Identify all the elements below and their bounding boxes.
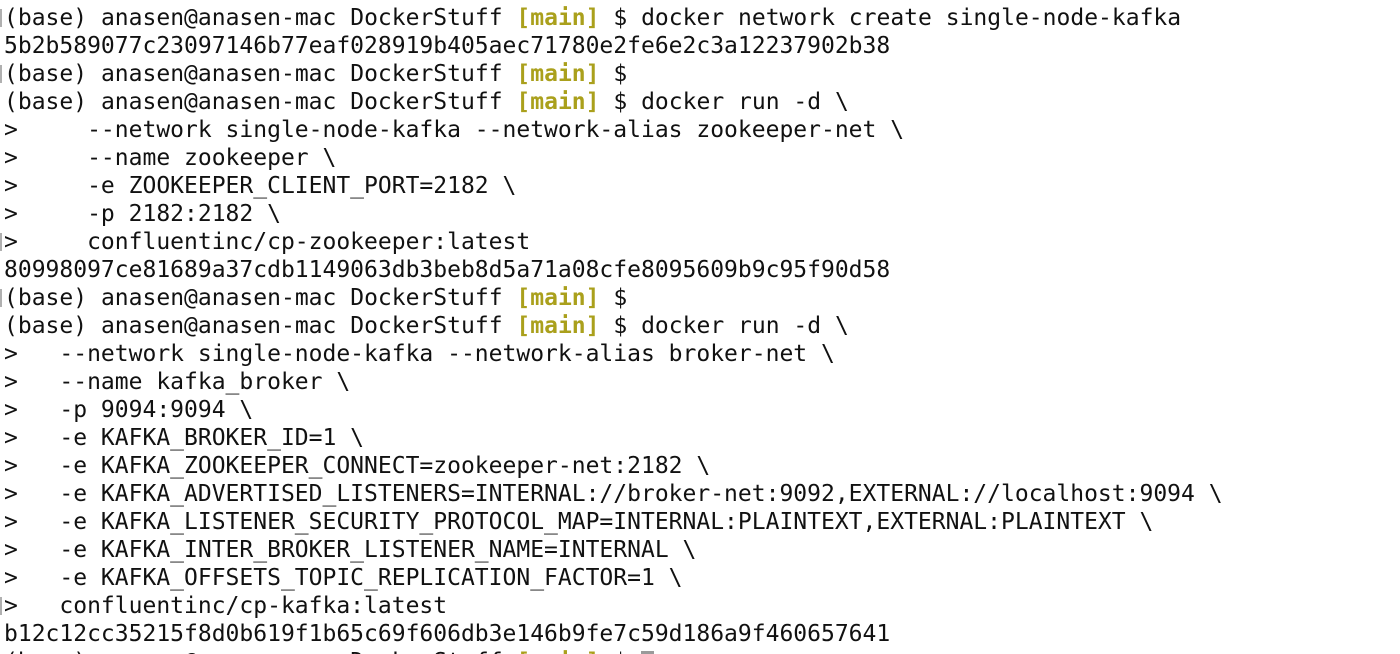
command-mark [0,289,2,307]
prompt-directory: DockerStuff [350,649,502,654]
prompt-line: (base) anasen@anasen-mac DockerStuff [ma… [4,312,1400,340]
continuation-line: > -e KAFKA_LISTENER_SECURITY_PROTOCOL_MA… [4,509,1154,535]
output-line: 80998097ce81689a37cdb1149063db3beb8d5a71… [4,257,891,283]
output-line: b12c12cc35215f8d0b619f1b65c69f606db3e146… [4,621,891,647]
prompt-directory: DockerStuff [350,89,503,115]
prompt-line: (base) anasen@anasen-mac DockerStuff [ma… [4,60,1400,88]
prompt-user-host: anasen@anasen-mac [100,5,337,31]
prompt-env: (base) [4,5,88,31]
text-cursor [641,651,655,654]
command-text: docker network create single-node-kafka [641,5,1182,31]
prompt-line: (base) anasen@anasen-mac DockerStuff [ma… [4,648,1400,654]
continuation-line: > -e ZOOKEEPER_CLIENT_PORT=2182 \ [4,173,517,199]
continuation-line: > -p 2182:2182 \ [4,201,281,227]
prompt-env: (base) [4,285,88,311]
prompt-user-host: anasen@anasen-mac [100,313,337,339]
prompt-user-host: anasen@anasen-mac [101,649,336,654]
continuation-line: > -e KAFKA_ZOOKEEPER_CONNECT=zookeeper-n… [4,453,711,479]
git-branch-label: [main] [516,61,600,87]
continuation-line: > confluentinc/cp-zookeeper:latest [4,229,531,255]
terminal-output: (base) anasen@anasen-mac DockerStuff [ma… [4,4,1400,654]
continuation-line: > confluentinc/cp-kafka:latest [4,593,448,619]
prompt-line: (base) anasen@anasen-mac DockerStuff [ma… [4,4,1400,32]
command-text: docker run -d \ [641,89,849,115]
continuation-line: > --name zookeeper \ [4,145,337,171]
git-branch-label: [main] [516,313,600,339]
command-mark [0,65,2,83]
prompt-user-host: anasen@anasen-mac [100,89,337,115]
prompt-line: (base) anasen@anasen-mac DockerStuff [ma… [4,88,1400,116]
continuation-line: > -e KAFKA_ADVERTISED_LISTENERS=INTERNAL… [4,481,1223,507]
prompt-symbol: $ [613,649,627,654]
continuation-line: > -e KAFKA_BROKER_ID=1 \ [4,425,365,451]
continuation-line: > --network single-node-kafka --network-… [4,341,835,367]
prompt-symbol: $ [613,61,628,87]
prompt-directory: DockerStuff [350,285,503,311]
prompt-symbol: $ [613,89,628,115]
git-branch-label: [main] [516,89,600,115]
prompt-env: (base) [4,61,88,87]
prompt-user-host: anasen@anasen-mac [100,61,337,87]
prompt-directory: DockerStuff [350,61,503,87]
prompt-env: (base) [4,313,88,339]
continuation-line: > --network single-node-kafka --network-… [4,117,905,143]
prompt-symbol: $ [613,313,628,339]
prompt-env: (base) [4,89,88,115]
continuation-line: > --name kafka_broker \ [4,369,351,395]
output-line: 5b2b589077c23097146b77eaf028919b405aec71… [4,33,891,59]
prompt-line: (base) anasen@anasen-mac DockerStuff [ma… [4,284,1400,312]
continuation-line: > -e KAFKA_OFFSETS_TOPIC_REPLICATION_FAC… [4,565,683,591]
prompt-directory: DockerStuff [350,313,503,339]
command-mark [0,233,2,251]
continuation-line: > -p 9094:9094 \ [4,397,254,423]
prompt-user-host: anasen@anasen-mac [100,285,337,311]
git-branch-label: [main] [516,5,600,31]
prompt-directory: DockerStuff [350,5,503,31]
prompt-env: (base) [4,649,87,654]
continuation-line: > -e KAFKA_INTER_BROKER_LISTENER_NAME=IN… [4,537,697,563]
git-branch-label: [main] [516,285,600,311]
command-text: docker run -d \ [641,313,849,339]
prompt-symbol: $ [613,5,628,31]
prompt-symbol: $ [613,285,628,311]
command-mark [0,9,2,27]
git-branch-label: [main] [516,649,599,654]
command-mark [0,597,2,615]
